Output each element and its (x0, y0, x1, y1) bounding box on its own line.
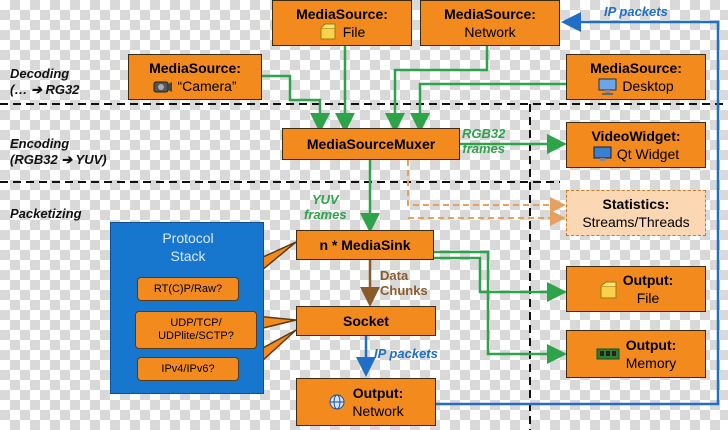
protocol-stack-title: Protocol Stack (162, 230, 214, 264)
box-subtitle: File (636, 290, 660, 306)
memory-chip-icon (596, 345, 620, 363)
box-title: VideoWidget: (591, 128, 681, 144)
box-title: Output: (625, 337, 677, 353)
video-widget-box[interactable]: VideoWidget: Qt Widget (566, 122, 706, 168)
monitor-icon (593, 145, 612, 163)
box-subtitle: Memory (625, 355, 677, 371)
mediasource-desktop-box[interactable]: MediaSource: Desktop (566, 54, 706, 100)
desktop-icon (598, 77, 617, 95)
mediasource-muxer-box[interactable]: MediaSourceMuxer (282, 128, 460, 160)
box-title: Statistics: (602, 196, 670, 212)
socket-box[interactable]: Socket (296, 306, 436, 336)
ip-packet-arrows (356, 12, 720, 406)
box-title: Output: (352, 385, 404, 401)
box-title: MediaSource: (296, 6, 388, 22)
box-subtitle: Network (352, 403, 404, 419)
box-title: Output: (622, 272, 674, 288)
source-to-muxer-arrows (262, 46, 567, 364)
box-title: MediaSource: (444, 6, 536, 22)
section-label-encoding: Encoding(RGB32 ➔ YUV) (10, 136, 107, 167)
protocol-item-ip: IPv4/IPv6? (137, 357, 239, 381)
section-label-decoding: Decoding(… ➔ RG32 (10, 66, 80, 97)
mediasource-camera-box[interactable]: MediaSource: “Camera” (128, 54, 262, 100)
media-sink-box[interactable]: n * MediaSink (296, 230, 434, 260)
ip-packets-top-label: IP packets (604, 4, 668, 19)
box-title: MediaSource: (149, 60, 241, 76)
protocol-item-rtcp: RT(C)P/Raw? (137, 277, 239, 301)
section-separators (0, 103, 728, 430)
protocol-item-transport: UDP/TCP/ UDPlite/SCTP? (135, 311, 257, 349)
box-subtitle: Desktop (622, 78, 674, 94)
box-subtitle: Network (464, 24, 516, 40)
output-memory-box[interactable]: Output: Memory (566, 330, 706, 378)
output-file-box[interactable]: Output: File (566, 266, 706, 312)
package-icon (599, 280, 617, 299)
output-network-box[interactable]: Output: Network (296, 378, 436, 426)
box-subtitle: Streams/Threads (582, 214, 690, 230)
section-label-packetizing: Packetizing (10, 206, 82, 221)
box-title: MediaSourceMuxer (306, 136, 436, 152)
network-globe-icon (328, 393, 346, 411)
box-title: n * MediaSink (319, 237, 411, 253)
statistics-arrows (407, 160, 566, 226)
box-subtitle: Qt Widget (616, 146, 680, 162)
mediasource-network-box[interactable]: MediaSource: Network (420, 0, 560, 46)
package-icon (319, 23, 337, 41)
camera-icon (153, 77, 173, 95)
box-title: Socket (343, 313, 389, 329)
box-subtitle: “Camera” (177, 78, 237, 94)
ip-packets-bottom-label: IP packets (374, 346, 438, 361)
mediasource-file-box[interactable]: MediaSource: File (272, 0, 412, 46)
box-title: MediaSource: (590, 60, 682, 76)
box-subtitle: File (342, 24, 366, 40)
statistics-box[interactable]: Statistics: Streams/Threads (566, 190, 706, 236)
protocol-stack-panel: Protocol Stack RT(C)P/Raw? UDP/TCP/ UDPl… (110, 222, 264, 394)
